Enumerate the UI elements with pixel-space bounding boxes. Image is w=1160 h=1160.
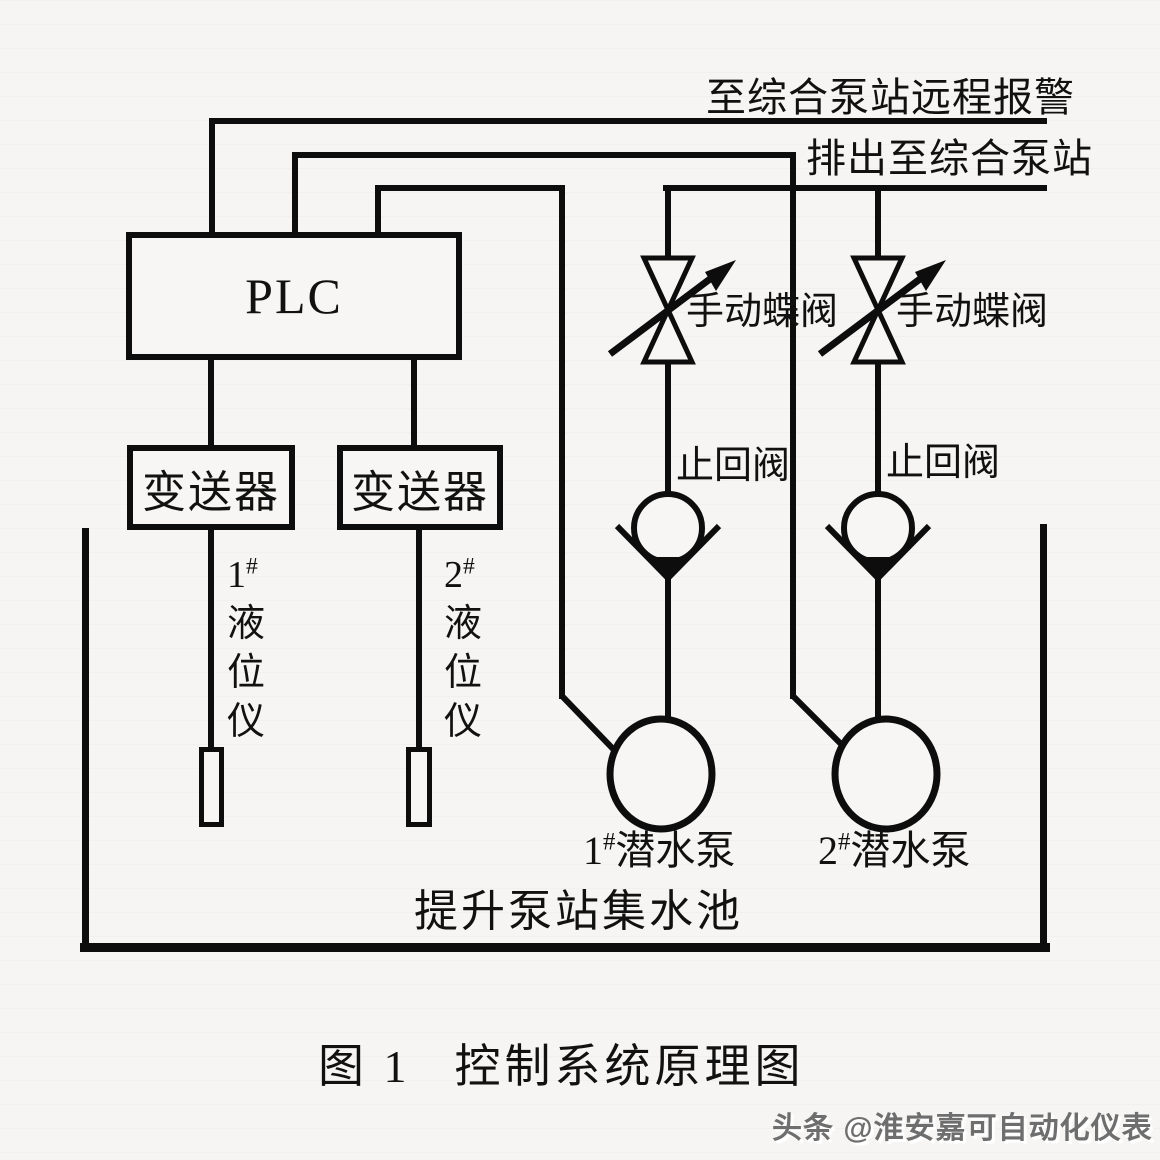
discharge-signal-line: [292, 152, 796, 158]
level-gauge1-number: 1#: [227, 553, 258, 596]
tank-right-wall: [1040, 524, 1047, 949]
pump1-discharge-pipe: [665, 188, 671, 722]
discharge-signal-drop-to-plc: [292, 152, 298, 237]
check-valve2-icon: [824, 491, 932, 581]
level-gauge1-char1: 液: [227, 603, 266, 645]
plc-to-transmitter1-line: [208, 356, 214, 447]
butterfly-valve1-label: 手动蝶阀: [686, 291, 839, 333]
figure-title: 控制系统原理图: [454, 1041, 805, 1092]
check-valve2-ball: [841, 491, 915, 565]
plc-box: PLC: [126, 232, 462, 360]
transmitter2-label: 变送器: [351, 467, 489, 517]
watermark-text: 头条 @淮安嘉可自动化仪表: [772, 1112, 1153, 1145]
butterfly-valve1-top-triangle: [640, 255, 696, 316]
pump2-discharge-pipe: [875, 188, 881, 722]
level-gauge1-label: 1# 液 位 仪: [227, 551, 265, 747]
butterfly-valve2-label: 手动蝶阀: [896, 291, 1049, 333]
pump1-icon: [606, 715, 716, 833]
level-gauge2-char3: 仪: [444, 701, 483, 743]
butterfly-valve1-stem: [607, 273, 717, 357]
transmitter2-to-probe-line: [416, 527, 422, 750]
pump2-label: 2#潜水泵: [818, 828, 971, 873]
plc-label: PLC: [245, 268, 343, 324]
check-valve2-seat-wedge: [863, 557, 893, 579]
discharge-label: 排出至综合泵站: [806, 136, 1093, 181]
level-gauge1-char2: 位: [227, 652, 266, 694]
transmitter1-to-probe-line: [208, 527, 214, 750]
figure-number: 图 1: [318, 1041, 411, 1092]
level-gauge2-number: 2#: [444, 553, 475, 596]
alarm-label: 至综合泵站远程报警: [706, 75, 1075, 120]
transmitter1-label: 变送器: [142, 467, 280, 517]
level-probe1: [199, 747, 224, 827]
butterfly-valve2-top-triangle: [850, 255, 906, 316]
butterfly-valve2-bottom-triangle: [850, 304, 906, 365]
level-gauge2-char1: 液: [444, 603, 483, 645]
tank-left-wall: [82, 528, 89, 949]
check-valve1-label: 止回阀: [676, 445, 791, 487]
level-gauge1-char3: 仪: [227, 701, 266, 743]
pump2-cable-diagonal: [790, 693, 851, 754]
check-valve2-label: 止回阀: [886, 442, 1001, 484]
pump2-cable-line: [790, 152, 796, 699]
pump1-cable-diagonal: [559, 693, 620, 756]
plc-to-transmitter2-line: [411, 356, 417, 447]
alarm-line: [209, 118, 1047, 124]
figure-caption: 图 1 控制系统原理图: [318, 1030, 805, 1096]
level-probe2: [406, 747, 432, 827]
butterfly-valve1-bottom-triangle: [640, 304, 696, 365]
butterfly-valve1-icon: [607, 255, 736, 365]
butterfly-valve1-arrowhead: [705, 260, 736, 291]
tank-label: 提升泵站集水池: [414, 887, 743, 936]
check-valve1-icon: [614, 491, 722, 581]
pump1-label: 1#潜水泵: [583, 828, 736, 873]
pump1-control-drop-to-plc: [375, 185, 381, 237]
transmitter2-box: 变送器: [337, 445, 503, 530]
check-valve1-seat-wedge: [653, 557, 683, 579]
discharge-manifold-line: [663, 185, 1047, 191]
pump1-cable-line: [559, 185, 565, 699]
level-gauge2-label: 2# 液 位 仪: [444, 551, 482, 747]
pump2-icon: [831, 715, 941, 833]
transmitter1-box: 变送器: [127, 445, 295, 530]
butterfly-valve2-icon: [817, 255, 946, 365]
level-gauge2-char2: 位: [444, 652, 483, 694]
butterfly-valve2-arrowhead: [915, 260, 946, 291]
pump1-control-line: [375, 185, 565, 191]
check-valve1-ball: [631, 491, 705, 565]
tank-bottom-wall: [80, 943, 1050, 952]
butterfly-valve2-stem: [817, 273, 927, 357]
alarm-line-drop-to-plc: [209, 118, 215, 235]
